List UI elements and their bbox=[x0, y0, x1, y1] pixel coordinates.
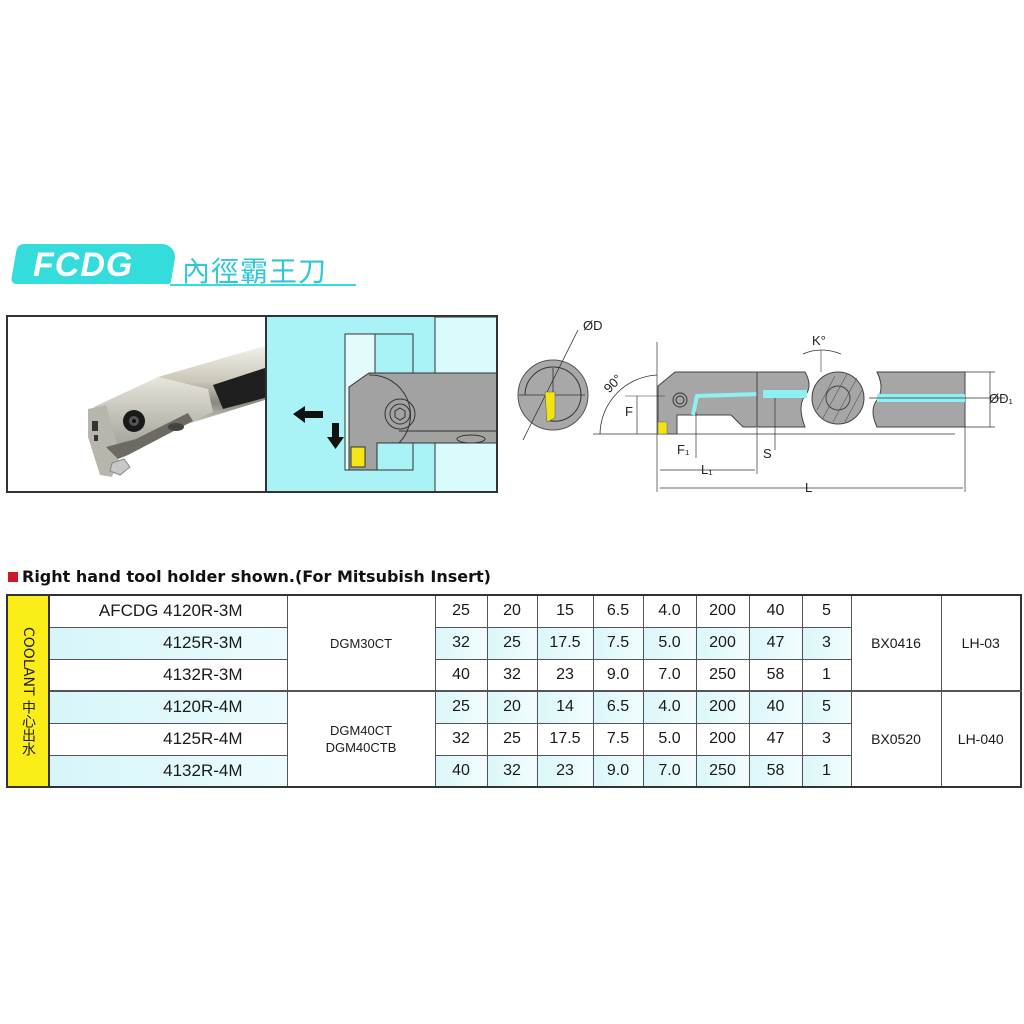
value-cell: 17.5 bbox=[536, 722, 594, 756]
insert-name: DGM30CT bbox=[329, 635, 393, 651]
value-cell: 58 bbox=[748, 658, 803, 692]
model-cell: 4132R-3M bbox=[48, 658, 288, 692]
value-cell: 32 bbox=[434, 626, 488, 660]
value-cell: 5 bbox=[801, 594, 852, 628]
value-cell: 40 bbox=[434, 754, 488, 788]
value-cell: 47 bbox=[748, 722, 803, 756]
value-cell: 1 bbox=[801, 754, 852, 788]
insert-name: DGM40CTB bbox=[325, 740, 397, 755]
value-cell: 23 bbox=[536, 658, 594, 692]
label-k: K° bbox=[812, 333, 826, 348]
model-cell: 4125R-4M bbox=[48, 722, 288, 756]
table-row: 4120R-4M DGM40CT DGM40CTB 25 20 14 6.5 4… bbox=[7, 690, 1022, 788]
value-cell: 1 bbox=[801, 658, 852, 692]
model-cell: 4125R-3M bbox=[48, 626, 288, 660]
value-cell: 9.0 bbox=[592, 754, 644, 788]
value-cell: 40 bbox=[748, 690, 803, 724]
arrow-down-icon bbox=[327, 423, 344, 449]
value-cell: 250 bbox=[695, 658, 750, 692]
value-cell: 7.5 bbox=[592, 626, 644, 660]
value-cell: 3 bbox=[801, 626, 852, 660]
value-cell: 6.5 bbox=[592, 594, 644, 628]
value-cell: 15 bbox=[536, 594, 594, 628]
value-cell: 9.0 bbox=[592, 658, 644, 692]
product-name: 內徑霸王刀 bbox=[182, 255, 328, 288]
value-cell: 23 bbox=[536, 754, 594, 788]
model-cell: 4132R-4M bbox=[48, 754, 288, 788]
caption-text: Right hand tool holder shown.(For Mitsub… bbox=[22, 567, 491, 586]
value-cell: 40 bbox=[434, 658, 488, 692]
spec-table: COOLANT 中心出水 AFCDG 4120R-3M DGM30CT 25 2… bbox=[6, 594, 1022, 788]
value-cell: 32 bbox=[486, 754, 538, 788]
value-cell: 200 bbox=[695, 594, 750, 628]
cutting-direction-illustration bbox=[265, 315, 498, 493]
value-cell: 40 bbox=[748, 594, 803, 628]
table-row: 4125R-3M 32 25 17.5 7.5 5.0 200 47 3 bbox=[7, 626, 1021, 660]
value-cell: 25 bbox=[486, 722, 538, 756]
table-row: COOLANT 中心出水 AFCDG 4120R-3M DGM30CT 25 2… bbox=[6, 594, 1022, 788]
label-s: S bbox=[763, 446, 772, 461]
coolant-label: COOLANT 中心出水 bbox=[20, 626, 36, 756]
value-cell: 58 bbox=[748, 754, 803, 788]
label-diameter: ØD bbox=[583, 318, 603, 333]
value-cell: 17.5 bbox=[536, 626, 594, 660]
value-cell: 5.0 bbox=[642, 722, 697, 756]
label-l: L bbox=[805, 480, 813, 495]
screw-cell: BX0416 bbox=[850, 594, 942, 692]
value-cell: 25 bbox=[434, 594, 488, 628]
value-cell: 14 bbox=[536, 690, 594, 724]
table-row: 4132R-4M 40 32 23 9.0 7.0 250 58 1 bbox=[7, 754, 1021, 788]
insert-name: DGM40CT bbox=[329, 723, 393, 738]
value-cell: 7.5 bbox=[592, 722, 644, 756]
value-cell: 7.0 bbox=[642, 658, 697, 692]
value-cell: 25 bbox=[486, 626, 538, 660]
value-cell: 3 bbox=[801, 722, 852, 756]
product-photo bbox=[6, 315, 266, 493]
table-row: 4132R-3M 40 32 23 9.0 7.0 250 58 1 bbox=[7, 658, 1021, 692]
value-cell: 6.5 bbox=[592, 690, 644, 724]
value-cell: 20 bbox=[486, 594, 538, 628]
value-cell: 5 bbox=[801, 690, 852, 724]
value-cell: 200 bbox=[695, 722, 750, 756]
value-cell: 32 bbox=[434, 722, 488, 756]
value-cell: 250 bbox=[695, 754, 750, 788]
label-l1: L₁ bbox=[701, 462, 713, 477]
value-cell: 4.0 bbox=[642, 690, 697, 724]
product-code: FCDG bbox=[33, 246, 134, 284]
model-cell: AFCDG 4120R-3M bbox=[48, 594, 288, 628]
value-cell: 7.0 bbox=[642, 754, 697, 788]
wrench-cell: LH-03 bbox=[940, 594, 1022, 692]
table-caption: Right hand tool holder shown.(For Mitsub… bbox=[8, 567, 491, 586]
insert-cell: DGM40CT DGM40CTB bbox=[286, 690, 436, 788]
wrench-cell: LH-040 bbox=[940, 690, 1022, 788]
end-view-icon bbox=[517, 329, 589, 441]
label-d1: ØD₁ bbox=[989, 391, 1013, 406]
model-cell: 4120R-4M bbox=[48, 690, 288, 724]
value-cell: 25 bbox=[434, 690, 488, 724]
value-cell: 200 bbox=[695, 626, 750, 660]
screw-cell: BX0520 bbox=[850, 690, 942, 788]
label-f: F bbox=[625, 404, 633, 419]
dimension-drawing: ØD 90° F F₁ L₁ S L K° ØD₁ bbox=[505, 310, 1020, 500]
value-cell: 47 bbox=[748, 626, 803, 660]
label-f1: F₁ bbox=[677, 442, 690, 457]
value-cell: 20 bbox=[486, 690, 538, 724]
coolant-column: COOLANT 中心出水 bbox=[6, 594, 50, 788]
value-cell: 4.0 bbox=[642, 594, 697, 628]
value-cell: 5.0 bbox=[642, 626, 697, 660]
tool-holder-photo-icon bbox=[88, 345, 266, 477]
insert-cell: DGM30CT bbox=[286, 594, 436, 692]
title-underline bbox=[170, 284, 356, 286]
title-banner: FCDG 內徑霸王刀 bbox=[0, 240, 360, 290]
arrow-left-icon bbox=[293, 406, 323, 423]
bullet-square-icon bbox=[8, 571, 18, 582]
value-cell: 32 bbox=[486, 658, 538, 692]
value-cell: 200 bbox=[695, 690, 750, 724]
